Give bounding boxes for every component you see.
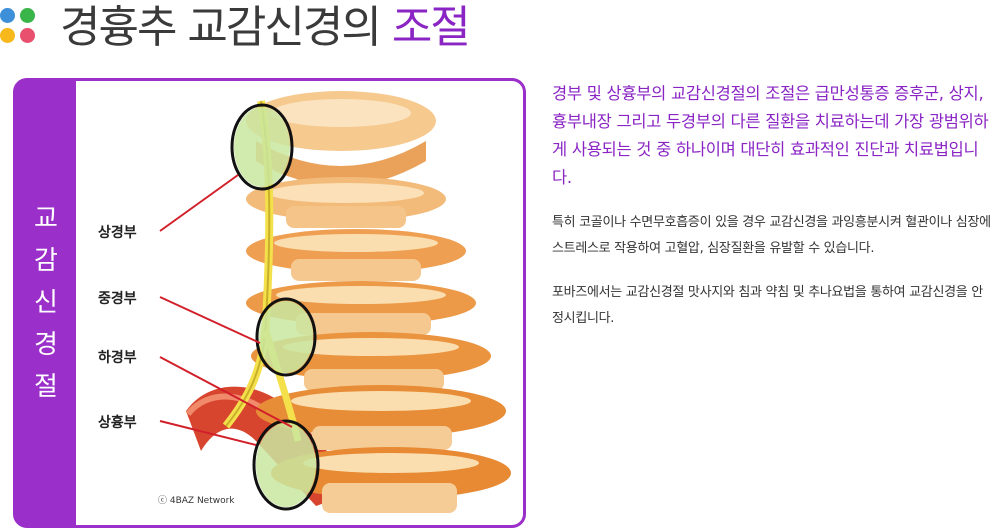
lead-paragraph: 경부 및 상흉부의 교감신경절의 조절은 급만성통증 증후군, 상지, 흉부내장…: [552, 84, 989, 187]
dot-green: [20, 8, 35, 23]
body-paragraph-1: 특히 코골이나 수면무호흡증이 있을 경우 교감신경을 과잉흥분시켜 혈관이나 …: [552, 215, 991, 256]
figure-frame: 교 감 신 경 절: [13, 78, 526, 528]
illustration-panel: 상경부 중경부 하경부 상흉부 ⓒ 4BAZ Network: [76, 81, 523, 525]
spine-illustration: [159, 91, 511, 513]
ganglion-upper: [230, 103, 294, 191]
label-upper-thoracic: 상흉부: [98, 415, 137, 431]
pointer-upper: [159, 174, 239, 232]
label-upper-cervical: 상경부: [98, 225, 137, 241]
page-title-accent: 조절: [391, 2, 471, 53]
side-label-char: 경: [34, 330, 58, 360]
label-lower-cervical: 하경부: [98, 350, 137, 366]
ganglion-lower: [252, 419, 320, 511]
pointer-thoracic: [159, 420, 257, 446]
pointer-middle: [159, 296, 261, 344]
page-title-main: 경흉추 교감신경의: [60, 2, 392, 53]
side-label-char: 교: [34, 204, 58, 234]
page-title: 경흉추 교감신경의 조절: [60, 0, 471, 56]
side-label-char: 신: [34, 288, 58, 318]
pointer-lower: [159, 356, 293, 428]
side-label: 교 감 신 경 절: [16, 81, 76, 525]
side-label-char: 감: [34, 246, 58, 276]
body-paragraph-2: 포바즈에서는 교감신경절 맛사지와 침과 약침 및 추나요법을 통하여 교감신경…: [552, 285, 983, 326]
ganglion-middle: [255, 297, 317, 377]
description: 경부 및 상흉부의 교감신경절의 조절은 급만성통증 증후군, 상지, 흉부내장…: [552, 80, 992, 332]
side-label-char: 절: [34, 372, 58, 402]
vertebra-stack: [246, 91, 511, 513]
label-middle-cervical: 중경부: [98, 291, 137, 307]
dot-pink: [20, 28, 35, 43]
logo-dots: [0, 8, 36, 44]
dot-yellow: [0, 28, 15, 43]
dot-blue: [0, 8, 15, 23]
copyright-note: ⓒ 4BAZ Network: [158, 496, 235, 506]
